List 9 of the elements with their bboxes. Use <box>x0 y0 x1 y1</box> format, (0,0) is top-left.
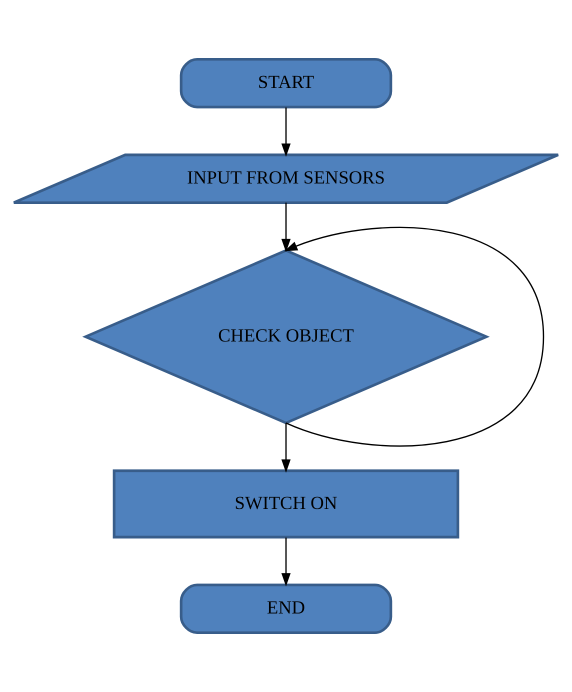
arrow <box>281 202 291 252</box>
arrow <box>284 226 544 446</box>
node-box: START <box>180 58 392 108</box>
node-diamond: CHECK OBJECT <box>82 248 490 424</box>
arrow <box>281 538 291 586</box>
arrow <box>281 423 291 473</box>
arrow <box>281 108 291 157</box>
node-box: END <box>180 584 392 634</box>
node-box: SWITCH ON <box>112 469 460 538</box>
